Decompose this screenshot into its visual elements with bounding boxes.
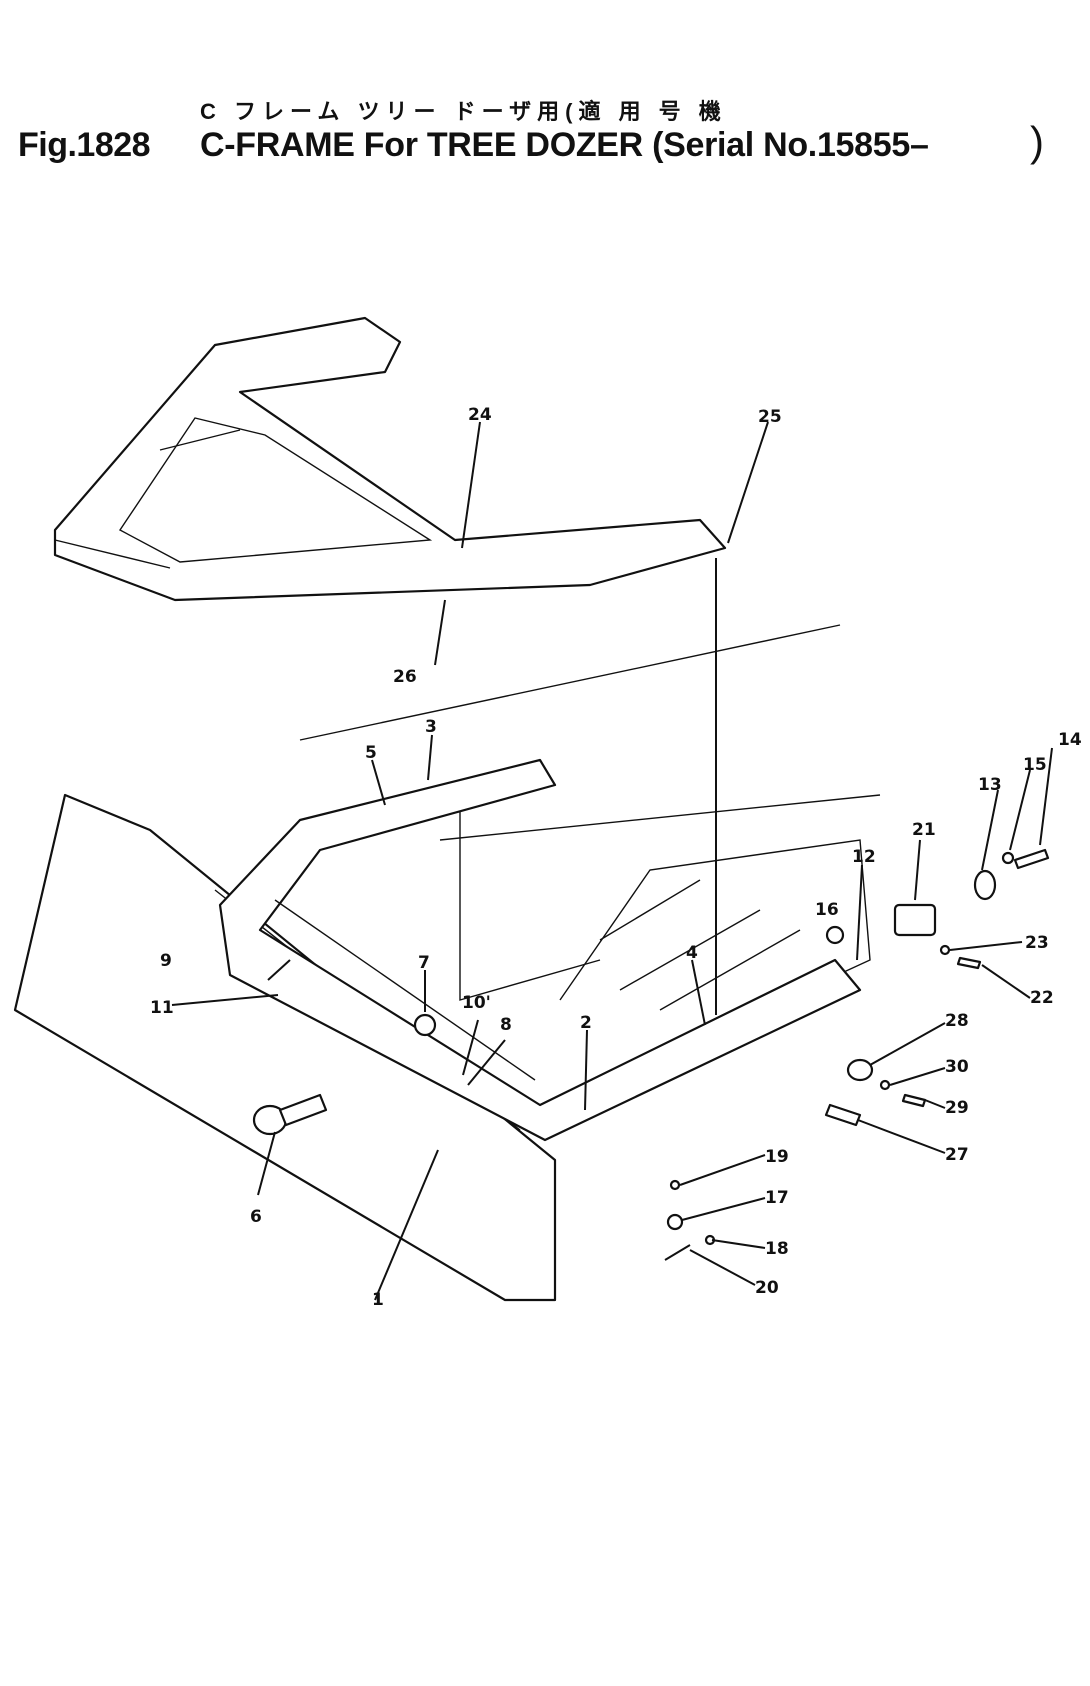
c-frame	[218, 758, 862, 1142]
figure-title-japanese: C フレーム ツリー ドーザ用(適 用 号 機	[200, 99, 727, 124]
callout-12: 12	[852, 847, 876, 867]
callout-3: 3	[425, 717, 437, 737]
callout-16: 16	[815, 900, 839, 920]
part-13	[973, 869, 997, 901]
callout-25: 25	[758, 407, 782, 427]
callout-5: 5	[365, 743, 377, 763]
callout-13: 13	[978, 775, 1002, 795]
callout-10-prime: 10'	[462, 993, 491, 1013]
part-19	[669, 1179, 681, 1191]
figure-number: Fig.1828	[18, 126, 151, 164]
part-7	[413, 1013, 437, 1037]
part-14	[1013, 848, 1050, 870]
leader-lines	[171, 421, 1053, 1301]
callout-26: 26	[393, 667, 417, 687]
part-15	[1001, 851, 1015, 865]
part-22	[956, 956, 982, 970]
callout-28: 28	[945, 1011, 969, 1031]
callout-4: 4	[686, 943, 698, 963]
callout-22: 22	[1030, 988, 1054, 1008]
callout-17: 17	[765, 1188, 789, 1208]
callout-27: 27	[945, 1145, 969, 1165]
callout-1: 1	[372, 1290, 384, 1310]
callout-6: 6	[250, 1207, 262, 1227]
part-21	[893, 903, 937, 937]
callout-14: 14	[1058, 730, 1082, 750]
callout-29: 29	[945, 1098, 969, 1118]
part-28	[846, 1058, 874, 1082]
callout-30: 30	[945, 1057, 969, 1077]
callout-20: 20	[755, 1278, 779, 1298]
callout-9: 9	[160, 951, 172, 971]
callout-8: 8	[500, 1015, 512, 1035]
part-29	[901, 1093, 927, 1108]
figure-title-english: C-FRAME For TREE DOZER (Serial No.15855–	[200, 126, 929, 164]
part-16	[825, 925, 845, 945]
part-20	[664, 1244, 691, 1261]
callout-23: 23	[1025, 933, 1049, 953]
callout-2: 2	[580, 1013, 592, 1033]
part-30	[879, 1079, 891, 1091]
part-17	[666, 1213, 684, 1231]
callout-19: 19	[765, 1147, 789, 1167]
callout-24: 24	[468, 405, 492, 425]
callout-labels: 1 2 3 4 5 6 7 8 9 10' 11 12 13 14 15 16 …	[150, 405, 1082, 1310]
small-parts	[252, 848, 1050, 1261]
tree-guard-frame	[53, 316, 727, 602]
part-23	[939, 944, 951, 956]
callout-18: 18	[765, 1239, 789, 1259]
callout-7: 7	[418, 953, 430, 973]
title-closing-paren: )	[1030, 118, 1044, 165]
part-27	[824, 1103, 862, 1127]
callout-21: 21	[912, 820, 936, 840]
callout-15: 15	[1023, 755, 1047, 775]
callout-11: 11	[150, 998, 174, 1018]
